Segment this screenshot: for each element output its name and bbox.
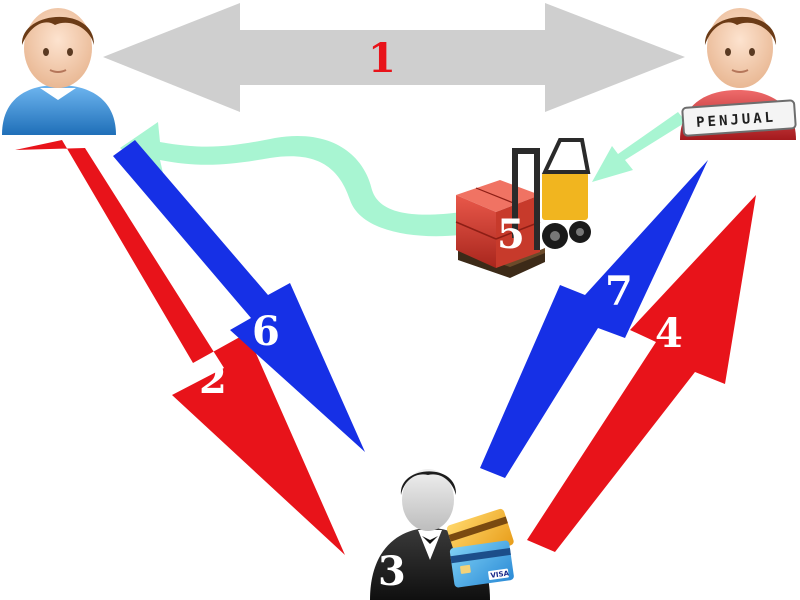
payment-arrow-buyer: 2: [15, 140, 345, 555]
step-label-4: 4: [655, 310, 683, 357]
confirmation-arrow-buyer: 6: [113, 140, 365, 452]
seller-badge: PENJUAL: [681, 99, 797, 137]
seller-avatar-icon: PENJUAL: [680, 8, 797, 140]
arrow-2-icon: [15, 140, 345, 555]
credit-card-icon: VISA: [446, 508, 514, 588]
forklift-pallet-icon: 5: [455, 138, 591, 278]
double-arrow-icon: [103, 3, 685, 112]
card-brand-label: VISA: [490, 569, 510, 580]
payout-arrow-seller: 4: [527, 195, 756, 552]
buyer-avatar-icon: [2, 8, 116, 135]
step-label-1: 1: [368, 35, 396, 82]
confirmation-arrow-seller: 7: [480, 160, 708, 478]
arrow-6-icon: [113, 140, 365, 452]
negotiation-arrow: 1: [103, 3, 685, 112]
step-label-5: 5: [497, 211, 525, 258]
shipping-path: [120, 112, 686, 237]
shipping-short-arrow: [592, 112, 686, 182]
shipping-wave-arrow: [120, 122, 462, 237]
seller-badge-label: PENJUAL: [696, 110, 777, 132]
step-label-6: 6: [252, 308, 280, 355]
step-label-2: 2: [199, 356, 227, 403]
arrow-4-icon: [527, 195, 756, 552]
step-label-3: 3: [378, 548, 406, 595]
arrow-7-icon: [480, 160, 708, 478]
step-label-7: 7: [605, 268, 633, 315]
